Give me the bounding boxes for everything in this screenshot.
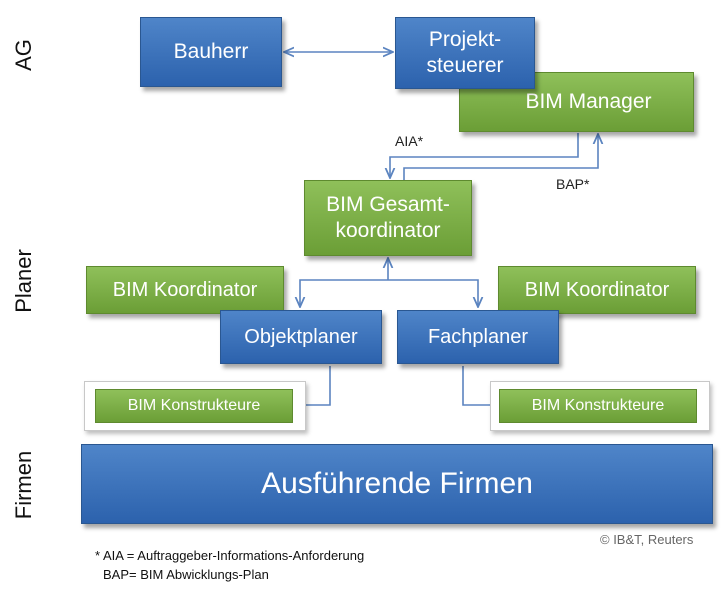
bap-label: BAP* <box>556 176 590 192</box>
bim-konstrukteure-left-frame: BIM Konstrukteure <box>84 381 306 431</box>
line-fachplaner-konstrukteure <box>462 366 492 406</box>
bim-konstrukteure-right-box: BIM Konstrukteure <box>499 389 697 423</box>
bauherr-label: Bauherr <box>173 39 249 63</box>
aia-label: AIA* <box>395 133 424 149</box>
bim-gesamtkoordinator-box: BIM Gesamt- koordinator <box>304 180 472 256</box>
projektsteuerer-box: Projekt- steuerer <box>395 17 535 89</box>
objektplaner-label: Objektplaner <box>244 325 358 348</box>
bim-manager-label: BIM Manager <box>525 89 652 113</box>
copyright-text: © IB&T, Reuters <box>600 532 694 547</box>
objektplaner-box: Objektplaner <box>220 310 382 364</box>
bim-konstrukteure-right-label: BIM Konstrukteure <box>531 397 665 414</box>
bim-koordinator-left-box: BIM Koordinator <box>86 266 284 314</box>
footnote-bap: BAP= BIM Abwicklungs-Plan <box>103 566 269 582</box>
arrow-aia <box>390 133 579 178</box>
footnotes: * AIA = Auftraggeber-Informations-Anford… <box>95 547 364 585</box>
arrow-bap <box>403 134 598 180</box>
footnote-aia: * AIA = Auftraggeber-Informations-Anford… <box>95 548 365 563</box>
projektsteuerer-label-2: steuerer <box>426 54 504 77</box>
bauherr-box: Bauherr <box>140 17 282 87</box>
bim-konstrukteure-right-frame: BIM Konstrukteure <box>490 381 710 431</box>
fachplaner-label: Fachplaner <box>427 325 529 348</box>
bim-koordinator-left-label: BIM Koordinator <box>112 278 258 301</box>
fachplaner-box: Fachplaner <box>397 310 559 364</box>
line-objektplaner-konstrukteure <box>304 366 331 406</box>
bim-konstrukteure-left-label: BIM Konstrukteure <box>127 397 261 414</box>
arrow-to-fachplaner <box>388 279 478 307</box>
bim-konstrukteure-left-box: BIM Konstrukteure <box>95 389 293 423</box>
bim-koordinator-right-box: BIM Koordinator <box>498 266 696 314</box>
bim-koordinator-right-label: BIM Koordinator <box>524 278 670 301</box>
arrow-to-objektplaner <box>300 279 388 307</box>
ausfuehrende-firmen-label: Ausführende Firmen <box>261 467 533 501</box>
projektsteuerer-label-1: Projekt- <box>428 27 502 51</box>
ausfuehrende-firmen-box: Ausführende Firmen <box>81 444 713 524</box>
gesamtkoordinator-label-2: koordinator <box>335 219 441 242</box>
gesamtkoordinator-label-1: BIM Gesamt- <box>326 192 450 216</box>
bim-manager-box: BIM Manager <box>459 72 694 132</box>
